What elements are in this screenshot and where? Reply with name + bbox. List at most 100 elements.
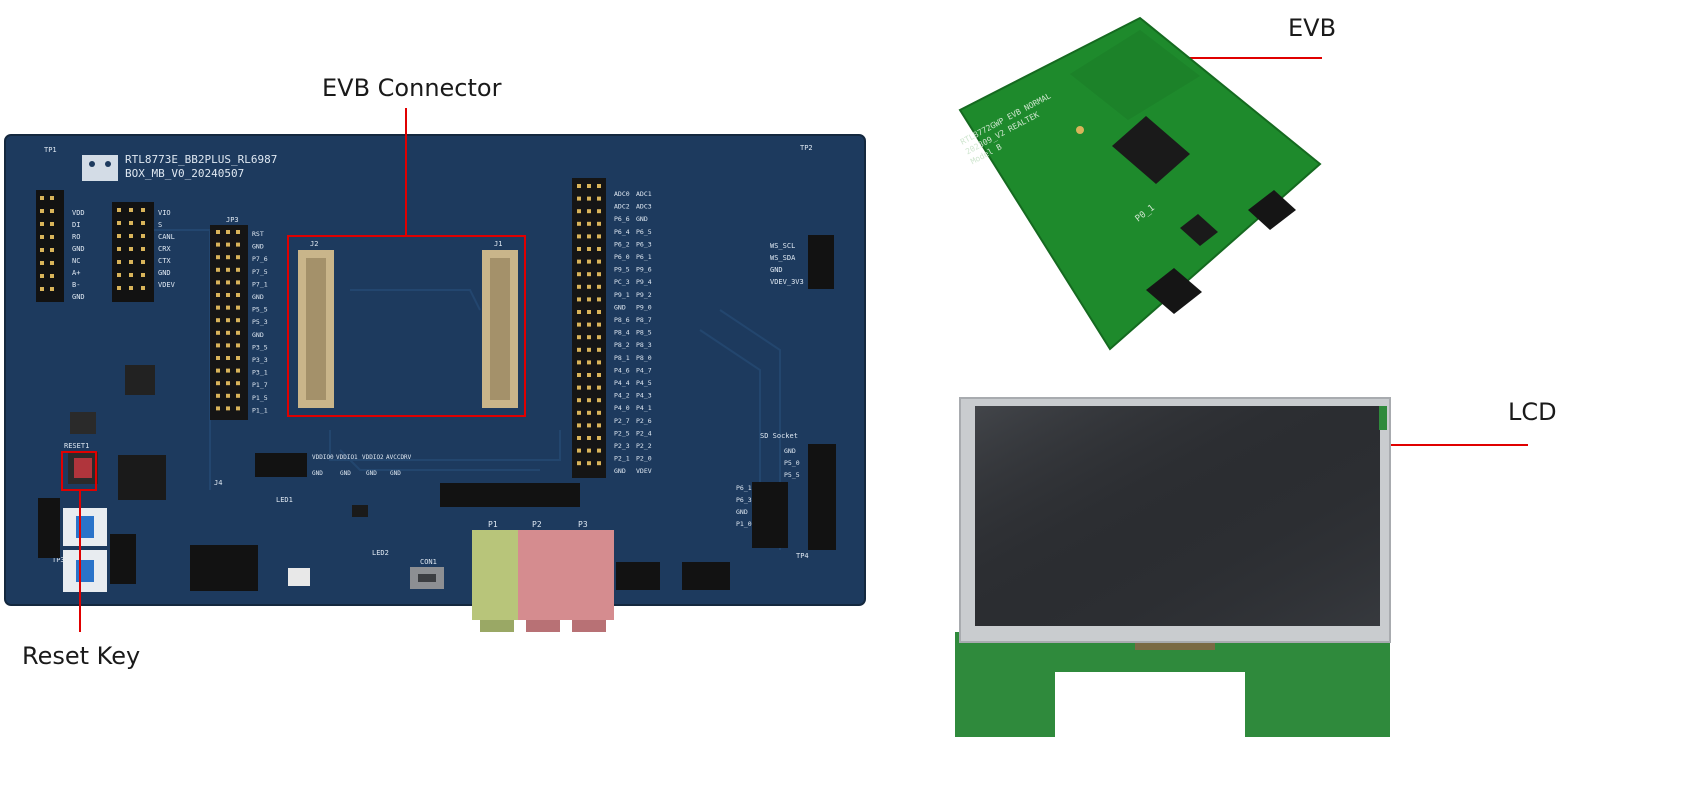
pin-label: P6_3 bbox=[736, 496, 752, 504]
header-pin bbox=[117, 221, 121, 225]
pin-label: GND bbox=[252, 293, 264, 301]
pin-label: GND bbox=[770, 266, 783, 274]
pin-label: GND bbox=[366, 470, 377, 477]
realtek-logo-icon bbox=[82, 155, 118, 181]
header-pin bbox=[50, 222, 54, 226]
pin-label: DI bbox=[72, 221, 80, 229]
pin-label: P4_1 bbox=[636, 404, 652, 412]
header-pin bbox=[236, 343, 240, 348]
pin-label: P6_2 bbox=[614, 240, 630, 248]
mfb-button[interactable] bbox=[70, 412, 96, 434]
header-pin bbox=[577, 436, 581, 440]
pin-label: P8_5 bbox=[636, 329, 652, 337]
header-pin bbox=[587, 322, 591, 327]
pin-label: CRX bbox=[158, 245, 171, 253]
header-pin bbox=[597, 259, 601, 264]
header-pin bbox=[117, 273, 121, 277]
pin-label: P3_5 bbox=[252, 343, 268, 351]
pin-label: GND bbox=[340, 470, 351, 477]
header-pin bbox=[117, 247, 121, 251]
header-pin bbox=[587, 385, 591, 390]
pin-label: P8_2 bbox=[614, 341, 630, 349]
pin-label: WS_SDA bbox=[770, 254, 796, 262]
pin-label: P2_7 bbox=[614, 417, 630, 425]
reset-key-label: Reset Key bbox=[22, 642, 141, 670]
header-pin bbox=[587, 461, 591, 466]
pin-label: VDEV bbox=[636, 467, 652, 475]
header-pin bbox=[216, 381, 220, 386]
pin-label: P2_0 bbox=[636, 455, 652, 463]
header-pin bbox=[587, 398, 591, 403]
header-pin bbox=[236, 280, 240, 285]
header-pin bbox=[587, 436, 591, 440]
audio-jack-p3 bbox=[564, 530, 614, 632]
pin-label: GND bbox=[252, 243, 264, 251]
pin-label: GND bbox=[390, 470, 401, 477]
left-header-j23 bbox=[36, 190, 154, 302]
evb-connector-j1 bbox=[482, 250, 518, 408]
lcd-module-photo bbox=[955, 397, 1391, 737]
pin-label: P2_5 bbox=[614, 429, 630, 437]
board-version-silk: BOX_MB_V0_20240507 bbox=[125, 167, 244, 180]
header-pin bbox=[216, 242, 220, 247]
evb-main-chip bbox=[1112, 116, 1190, 184]
header-pin bbox=[50, 248, 54, 252]
pin-label: VDDIO1 bbox=[336, 454, 358, 461]
header-pin bbox=[587, 310, 591, 314]
pin-label: GND bbox=[72, 293, 85, 301]
led2-silk: LED2 bbox=[372, 549, 389, 557]
pin-label: P1_7 bbox=[252, 381, 268, 389]
header-pin bbox=[577, 184, 581, 188]
header-pin bbox=[50, 261, 54, 265]
pin-label: GND bbox=[312, 470, 323, 477]
header-pin bbox=[40, 196, 44, 200]
header-pin bbox=[587, 373, 591, 377]
header-pin bbox=[236, 255, 240, 260]
header-pin bbox=[216, 230, 220, 234]
header-pin bbox=[236, 267, 240, 272]
pin-label: P8_3 bbox=[636, 341, 652, 349]
header-pin bbox=[141, 286, 145, 290]
audio-jack-p2 bbox=[518, 530, 568, 632]
header-pin bbox=[597, 448, 601, 453]
header-pin bbox=[141, 208, 145, 212]
header-pin bbox=[597, 360, 601, 365]
header-pin bbox=[587, 448, 591, 453]
header-pin bbox=[129, 234, 133, 238]
uart-header bbox=[110, 534, 136, 584]
evb-connector-j2 bbox=[298, 250, 334, 408]
pin-label: P5_5 bbox=[252, 306, 268, 314]
header-pin bbox=[597, 335, 601, 340]
header-pin bbox=[141, 221, 145, 225]
header-pin bbox=[587, 410, 591, 415]
pin-label: P2_2 bbox=[636, 442, 652, 450]
header-pin bbox=[577, 322, 581, 327]
header-pin bbox=[236, 318, 240, 323]
header-pin bbox=[236, 242, 240, 247]
reset-key-cap bbox=[74, 458, 92, 478]
pin-label: RO bbox=[72, 233, 80, 241]
header-pin bbox=[216, 368, 220, 373]
pin-label: GND bbox=[252, 331, 264, 339]
pin-label: P1_5 bbox=[252, 394, 268, 402]
header-pin bbox=[226, 267, 230, 272]
pin-label: P5_3 bbox=[252, 318, 268, 326]
header-pin bbox=[587, 284, 591, 289]
header-pin bbox=[597, 297, 601, 302]
header-pin bbox=[577, 310, 581, 314]
header-pin bbox=[597, 436, 601, 440]
header-pin bbox=[226, 356, 230, 360]
board-name-silk: RTL8773E_BB2PLUS_RL6987 bbox=[125, 153, 277, 166]
evb-header-1 bbox=[1248, 190, 1296, 230]
header-pin bbox=[236, 368, 240, 373]
header-pin bbox=[50, 196, 54, 200]
pin-label: NC bbox=[72, 257, 80, 265]
header-pin bbox=[236, 293, 240, 297]
header-pin bbox=[117, 286, 121, 290]
pin-label: GND bbox=[614, 303, 626, 311]
header-pin bbox=[236, 230, 240, 234]
pin-label: P3_1 bbox=[252, 369, 268, 377]
header-pin bbox=[40, 248, 44, 252]
pin-label: P9_4 bbox=[636, 278, 652, 286]
header-pin bbox=[587, 360, 591, 365]
